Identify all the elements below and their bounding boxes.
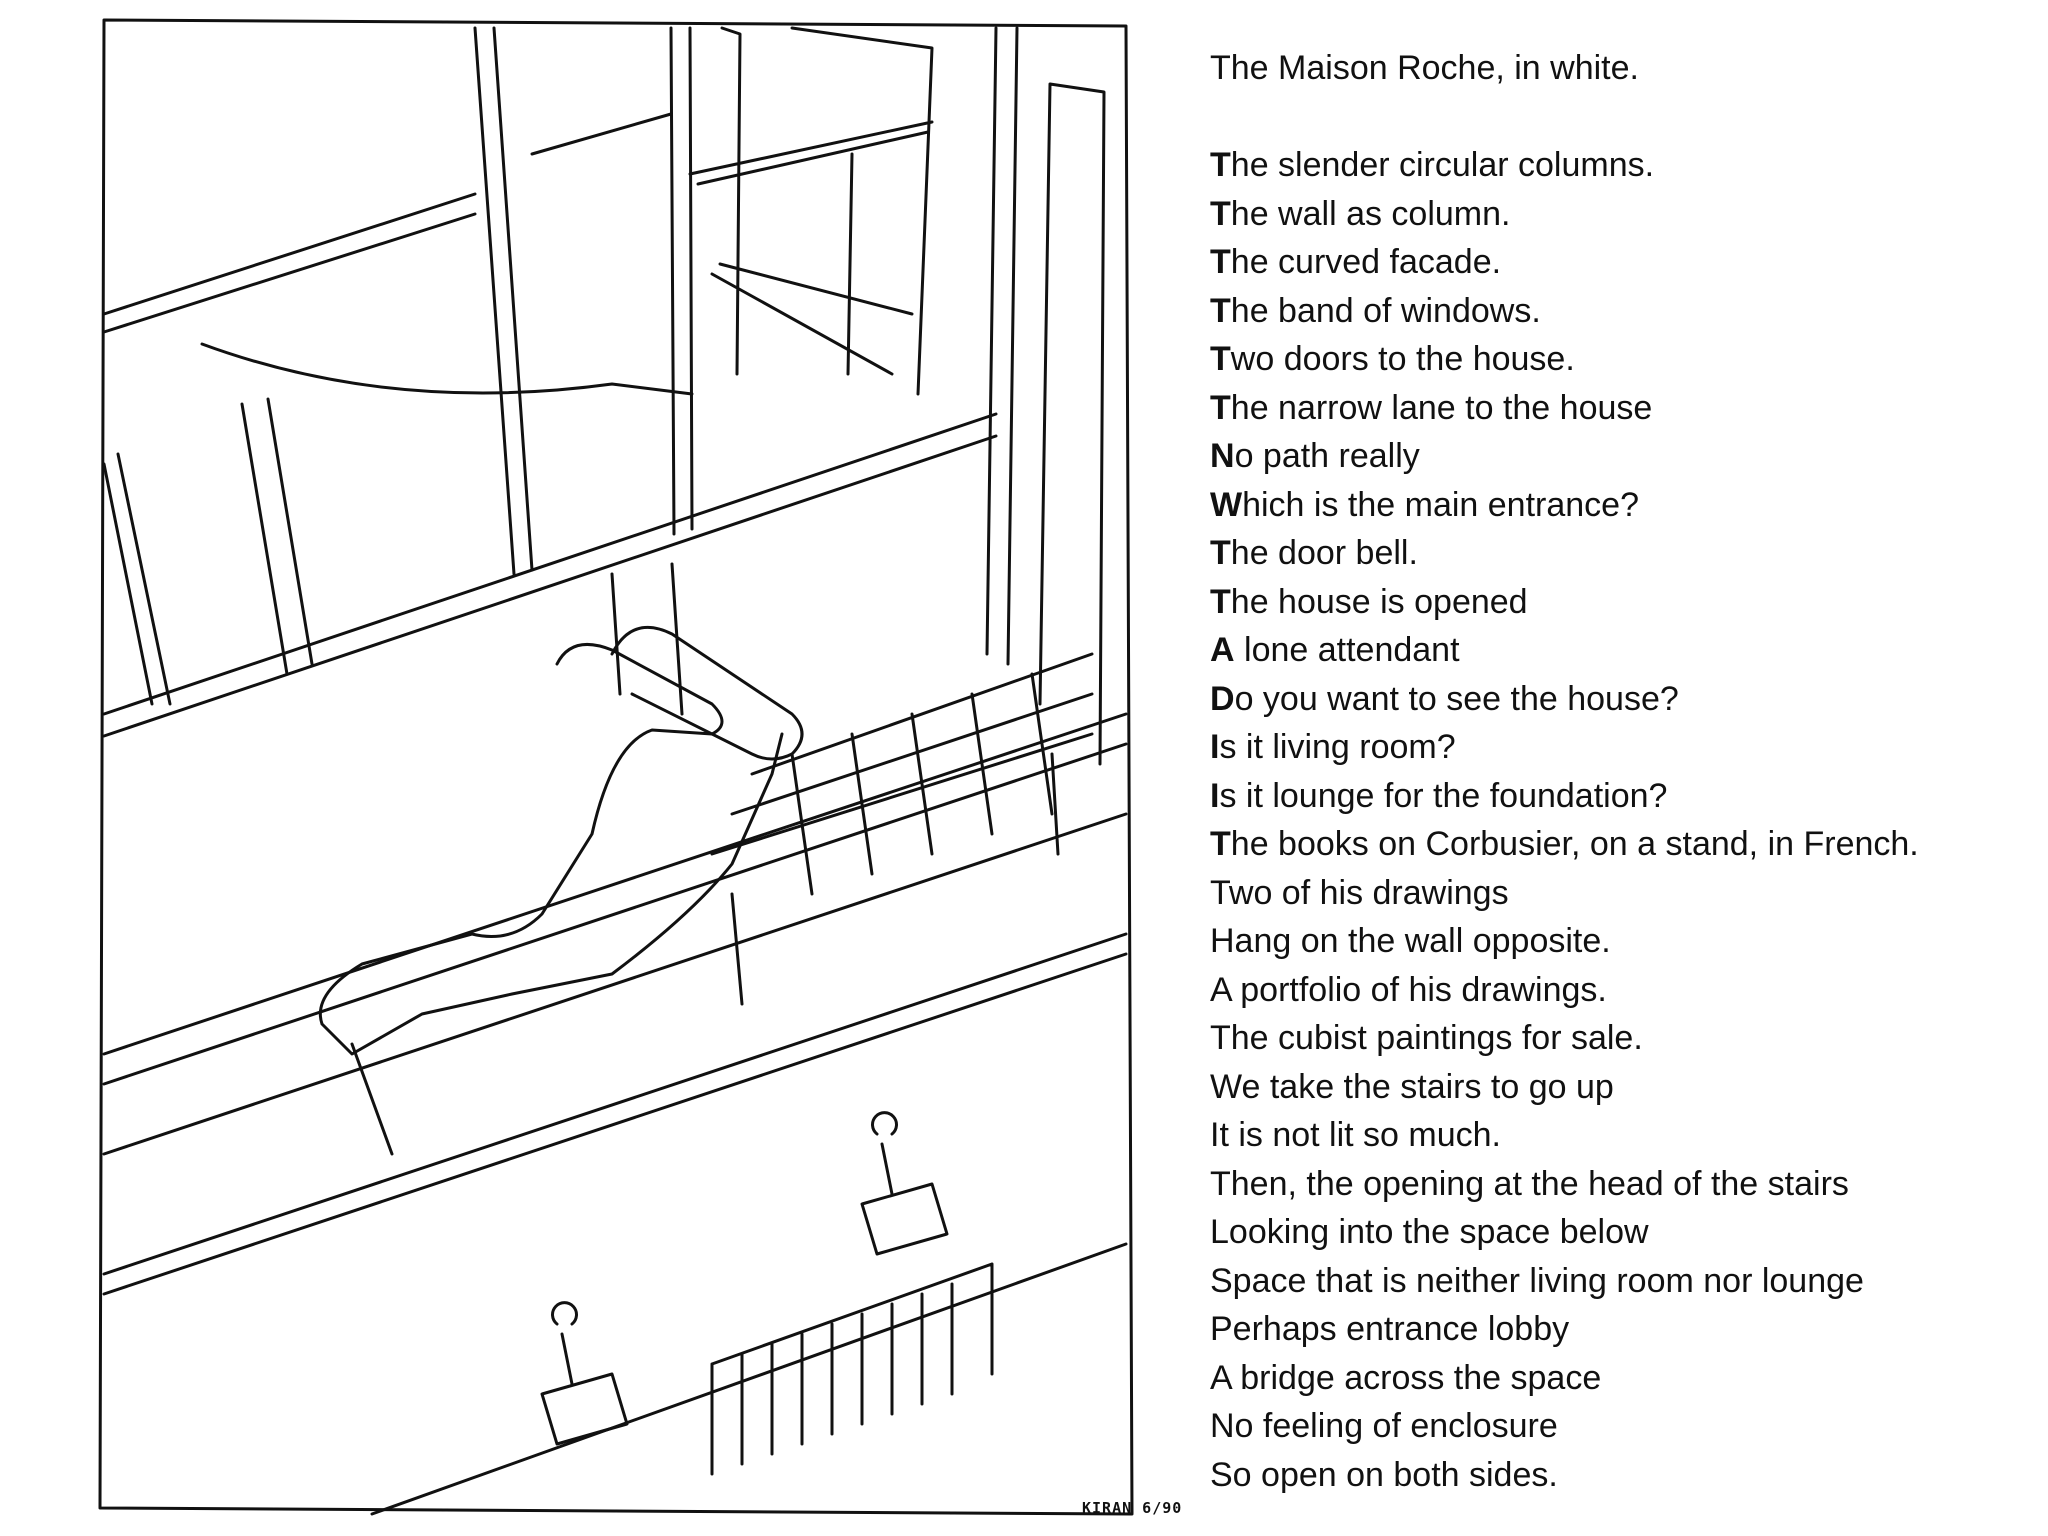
floor-tiles <box>710 652 1094 896</box>
poem-line-text: s it lounge for the foundation? <box>1219 776 1668 815</box>
column-right <box>985 26 1019 666</box>
poem-line-initial: T <box>1210 291 1231 330</box>
poem-line: The narrow lane to the house <box>1210 384 2030 433</box>
poem-line-text: We take the stairs to go up <box>1210 1067 1614 1106</box>
valve-left <box>540 1301 629 1446</box>
poem-line-initial: T <box>1210 243 1231 281</box>
poem-line: Looking into the space below <box>1210 1208 2030 1257</box>
poem-line-text: he house is opened <box>1230 582 1528 621</box>
poem-line-initial: T <box>1210 582 1231 621</box>
poem-line-text: he curved facade. <box>1230 243 1502 281</box>
band-lower <box>200 342 694 396</box>
poem-line: Which is the main entrance? <box>1210 481 2030 530</box>
far-wall <box>1038 82 1106 766</box>
poem-line: Is it living room? <box>1210 723 2030 772</box>
poem-line-initial: T <box>1210 146 1231 184</box>
post-mid <box>240 397 314 676</box>
band-upper <box>102 112 673 334</box>
poem-line-initial: T <box>1210 534 1231 572</box>
poem-line-text: o you want to see the house? <box>1234 679 1679 718</box>
poem-line-initial: T <box>1210 194 1231 233</box>
poem-line-initial: D <box>1210 679 1235 718</box>
poem-title: The Maison Roche, in white. <box>1210 49 1639 87</box>
poem-line-text: hich is the main entrance? <box>1242 485 1639 524</box>
poem-line-text: The cubist paintings for sale. <box>1210 1019 1643 1057</box>
poem-line-initial: T <box>1210 825 1231 863</box>
poem-line: The cubist paintings for sale. <box>1210 1014 2030 1063</box>
upper-window <box>688 26 934 396</box>
sketch-drawing <box>98 18 1134 1516</box>
poem-line: It is not lit so much. <box>1210 1111 2030 1160</box>
poem-line-text: Space that is neither living room nor lo… <box>1210 1261 1864 1300</box>
poem-line-text: o path really <box>1234 437 1420 475</box>
poem-line: Two of his drawings <box>1210 869 2030 918</box>
chaise-longue <box>318 642 784 1056</box>
poem-line-text: he wall as column. <box>1230 194 1511 233</box>
radiator <box>710 1262 994 1476</box>
poem-line: The books on Corbusier, on a stand, in F… <box>1210 820 2030 869</box>
poem-line-text: No feeling of enclosure <box>1210 1407 1558 1445</box>
poem-line: Is it lounge for the foundation? <box>1210 772 2030 821</box>
valve-right <box>860 1111 949 1256</box>
poem-line: A portfolio of his drawings. <box>1210 966 2030 1015</box>
poem-line-text: So open on both sides. <box>1210 1455 1558 1494</box>
poem-line: Then, the opening at the head of the sta… <box>1210 1160 2030 1209</box>
poem-line-initial: T <box>1210 388 1231 427</box>
poem-line-initial: T <box>1210 340 1231 378</box>
poem-line: The slender circular columns. <box>1210 141 2030 190</box>
lower-gallery <box>102 932 1128 1516</box>
poem-line-text: A portfolio of his drawings. <box>1210 970 1607 1009</box>
poem-line-initial: A <box>1210 631 1235 669</box>
sketch-frame <box>98 18 1134 1516</box>
poem-line: Two doors to the house. <box>1210 335 2030 384</box>
poem-line: So open on both sides. <box>1210 1451 2030 1500</box>
poem-line: Perhaps entrance lobby <box>1210 1305 2030 1354</box>
poem-line-text: Two of his drawings <box>1210 873 1509 912</box>
poem-line: We take the stairs to go up <box>1210 1063 2030 1112</box>
poem-panel: The Maison Roche, in white. The slender … <box>1210 44 2030 1499</box>
chaise-bolster <box>610 625 804 761</box>
poem-line-text: Looking into the space below <box>1210 1213 1649 1251</box>
poem-line-text: lone attendant <box>1234 631 1460 669</box>
poem-line: The door bell. <box>1210 529 2030 578</box>
poem-line-initial: I <box>1210 728 1220 766</box>
poem-line: The band of windows. <box>1210 287 2030 336</box>
poem-line-text: wo doors to the house. <box>1230 340 1575 378</box>
poem-line: Hang on the wall opposite. <box>1210 917 2030 966</box>
poem-line-text: he books on Corbusier, on a stand, in Fr… <box>1230 825 1919 863</box>
poem-line: The wall as column. <box>1210 190 2030 239</box>
poem-line-text: Then, the opening at the head of the sta… <box>1210 1164 1849 1203</box>
band-middle <box>102 412 998 738</box>
sketch-signature: KIRAN 6/90 <box>1082 1499 1183 1517</box>
poem-line-initial: I <box>1210 776 1220 815</box>
poem-line-text: It is not lit so much. <box>1210 1116 1501 1154</box>
poem-line: A lone attendant <box>1210 626 2030 675</box>
poem-line-initial: N <box>1210 437 1235 475</box>
poem-line: Do you want to see the house? <box>1210 675 2030 724</box>
column-left <box>473 26 534 576</box>
poem-line: No feeling of enclosure <box>1210 1402 2030 1451</box>
railing <box>102 712 1128 1156</box>
poem-line-text: A bridge across the space <box>1210 1358 1602 1397</box>
poem-line-text: Hang on the wall opposite. <box>1210 922 1611 960</box>
poem-line: The house is opened <box>1210 578 2030 627</box>
poem-line-text: Perhaps entrance lobby <box>1210 1310 1570 1348</box>
architectural-sketch: KIRAN 6/90 <box>92 14 1181 1520</box>
poem-line: The curved facade. <box>1210 238 2030 287</box>
poem-line-text: he band of windows. <box>1230 291 1541 330</box>
poem-lines: The slender circular columns.The wall as… <box>1210 141 2030 1499</box>
poem-line: A bridge across the space <box>1210 1354 2030 1403</box>
poem-line-text: he slender circular columns. <box>1230 146 1655 184</box>
poem-line-text: he door bell. <box>1230 534 1418 572</box>
poem-line: No path really <box>1210 432 2030 481</box>
column-middle <box>669 26 694 536</box>
poem-line-initial: W <box>1210 485 1243 524</box>
post-left <box>102 452 172 706</box>
poem-line-text: s it living room? <box>1219 728 1456 766</box>
poem-line: Space that is neither living room nor lo… <box>1210 1257 2030 1306</box>
poem-line-text: he narrow lane to the house <box>1230 388 1653 427</box>
